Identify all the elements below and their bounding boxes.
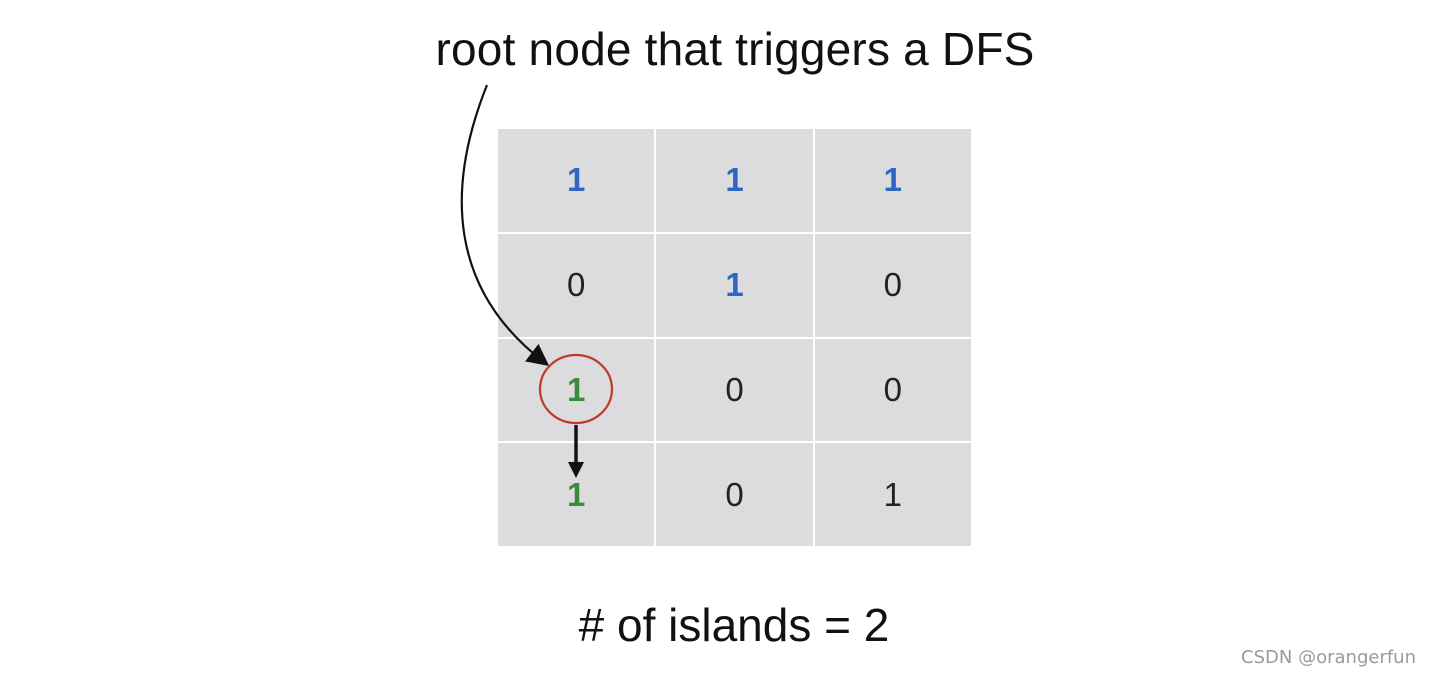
- grid-cell: 1: [814, 129, 971, 232]
- watermark: CSDN @orangerfun: [1241, 647, 1416, 668]
- grid-cell: 1: [498, 129, 655, 232]
- grid-cell: 1: [656, 233, 813, 337]
- root-cell: 1: [498, 338, 655, 442]
- grid-cell: 1: [656, 129, 813, 232]
- island-count-label: # of islands = 2: [578, 599, 890, 651]
- grid-cell: 0: [656, 338, 813, 442]
- grid-cell: 1: [814, 443, 971, 546]
- island-grid: 1 1 1 0 1 0 1 0 0 1 0 1: [498, 129, 971, 546]
- grid-cell: 0: [814, 233, 971, 337]
- grid-cell: 0: [814, 338, 971, 442]
- annotation-label: root node that triggers a DFS: [435, 23, 1035, 75]
- grid-cell: 0: [656, 443, 813, 546]
- grid-cell: 1: [498, 443, 655, 546]
- grid-cell: 0: [498, 233, 655, 337]
